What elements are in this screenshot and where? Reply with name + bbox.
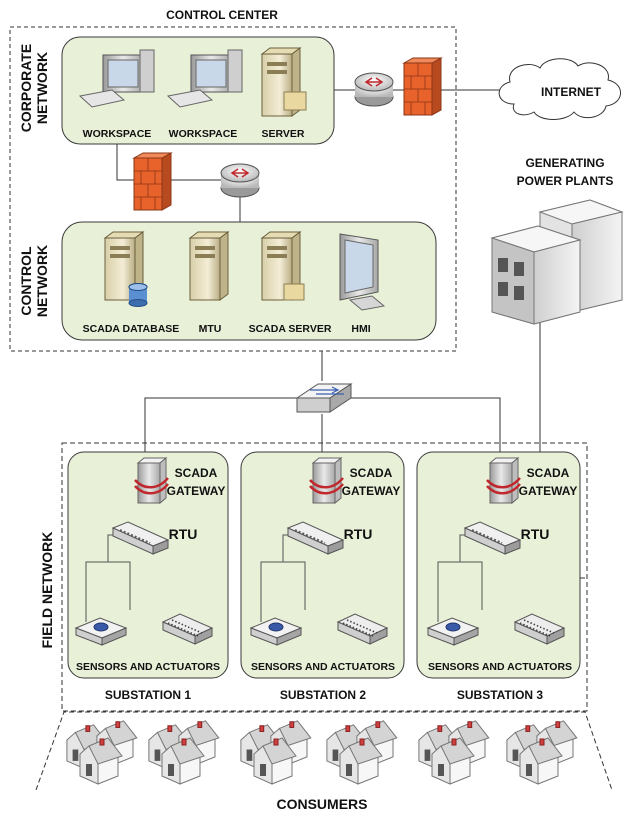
scada-gateway-label-line1: SCADA	[350, 466, 393, 480]
houses-group	[66, 720, 578, 785]
rtu-label: RTU	[521, 526, 550, 542]
control-network-label-line2: NETWORK	[34, 245, 50, 317]
rtu-device-icon[interactable]	[463, 521, 522, 555]
corporate-firewall-icon[interactable]	[402, 57, 443, 116]
scada-gateway-label-line1: SCADA	[175, 466, 218, 480]
house-icon	[253, 737, 297, 785]
corporate-network-label-line1: CORPORATE	[18, 44, 34, 132]
corporate-network-label-line2: NETWORK	[34, 52, 50, 124]
sensors-and-actuators-label: SENSORS AND ACTUATORS	[76, 661, 220, 673]
rtu-label: RTU	[344, 526, 373, 542]
control-router-icon[interactable]	[220, 163, 260, 198]
scada-gateway-label-line1: SCADA	[527, 466, 570, 480]
control-device-label-1: SCADA DATABASE	[83, 323, 180, 335]
sensors-and-actuators-label: SENSORS AND ACTUATORS	[251, 661, 395, 673]
internet-label: INTERNET	[541, 85, 602, 99]
house-icon	[519, 737, 563, 785]
scada-gateway-label-line2: GATEWAY	[342, 484, 401, 498]
control-center-title: CONTROL CENTER	[166, 8, 278, 22]
substation-name: SUBSTATION 2	[280, 688, 367, 702]
scada-gateway-label-line2: GATEWAY	[167, 484, 226, 498]
hmi-monitor[interactable]	[339, 233, 386, 311]
rtu-label: RTU	[169, 526, 198, 542]
substation-name: SUBSTATION 3	[457, 688, 544, 702]
scada-server[interactable]	[260, 231, 305, 301]
sensor-icon[interactable]	[74, 617, 128, 646]
scada-database[interactable]	[103, 231, 148, 307]
scada-gateway-icon[interactable]	[486, 456, 521, 505]
internet-cloud	[498, 58, 621, 120]
consumers-boundary	[35, 711, 613, 791]
house-icon	[79, 737, 123, 785]
control-network-label-line1: CONTROL	[18, 246, 34, 316]
scada-gateway-label-line2: GATEWAY	[519, 484, 578, 498]
sensor-icon[interactable]	[426, 617, 480, 646]
mtu-server[interactable]	[188, 231, 230, 301]
corporate-device-label-3: SERVER	[262, 128, 305, 140]
corporate-server[interactable]	[260, 47, 307, 117]
control-device-label-2: MTU	[199, 323, 222, 335]
sensors-and-actuators-label: SENSORS AND ACTUATORS	[428, 661, 572, 673]
actuator-icon[interactable]	[336, 613, 389, 645]
sensor-icon[interactable]	[249, 617, 303, 646]
rtu-device-icon[interactable]	[111, 521, 170, 555]
corporate-router-icon[interactable]	[354, 72, 394, 107]
scada-gateway-icon[interactable]	[134, 456, 169, 505]
house-icon	[339, 737, 383, 785]
control-device-label-4: HMI	[351, 323, 370, 335]
workspace-2[interactable]	[166, 49, 243, 108]
actuator-icon[interactable]	[513, 613, 566, 645]
substation-1: SCADA GATEWAY RTU SENSORS AND ACTUATORS SUBS…	[74, 456, 226, 702]
rtu-device-icon[interactable]	[286, 521, 345, 555]
substation-3: SCADA GATEWAY RTU SENSORS AND ACTUATORS SUBS…	[426, 456, 578, 702]
actuator-icon[interactable]	[161, 613, 214, 645]
power-plant-building-front	[490, 225, 582, 325]
substations-group: SCADA GATEWAY RTU SENSORS AND ACTUATORS SUBS…	[74, 456, 578, 702]
field-network-boundary	[61, 442, 588, 712]
workspace-1[interactable]	[78, 49, 155, 108]
field-switch-icon[interactable]	[295, 383, 353, 413]
corporate-device-label-2: WORKSPACE	[169, 128, 238, 140]
field-network-label: FIELD NETWORK	[39, 532, 55, 649]
control-firewall-icon[interactable]	[132, 152, 173, 211]
power-plants-label-line2: POWER PLANTS	[517, 174, 614, 188]
substation-2: SCADA GATEWAY RTU SENSORS AND ACTUATORS SUBS…	[249, 456, 401, 702]
scada-gateway-icon[interactable]	[309, 456, 344, 505]
power-plants-label-line1: GENERATING	[525, 156, 604, 170]
control-device-label-3: SCADA SERVER	[249, 323, 332, 335]
corporate-device-label-1: WORKSPACE	[83, 128, 152, 140]
house-icon	[431, 737, 475, 785]
substation-name: SUBSTATION 1	[105, 688, 192, 702]
consumers-label: CONSUMERS	[276, 796, 367, 812]
house-icon	[161, 737, 205, 785]
